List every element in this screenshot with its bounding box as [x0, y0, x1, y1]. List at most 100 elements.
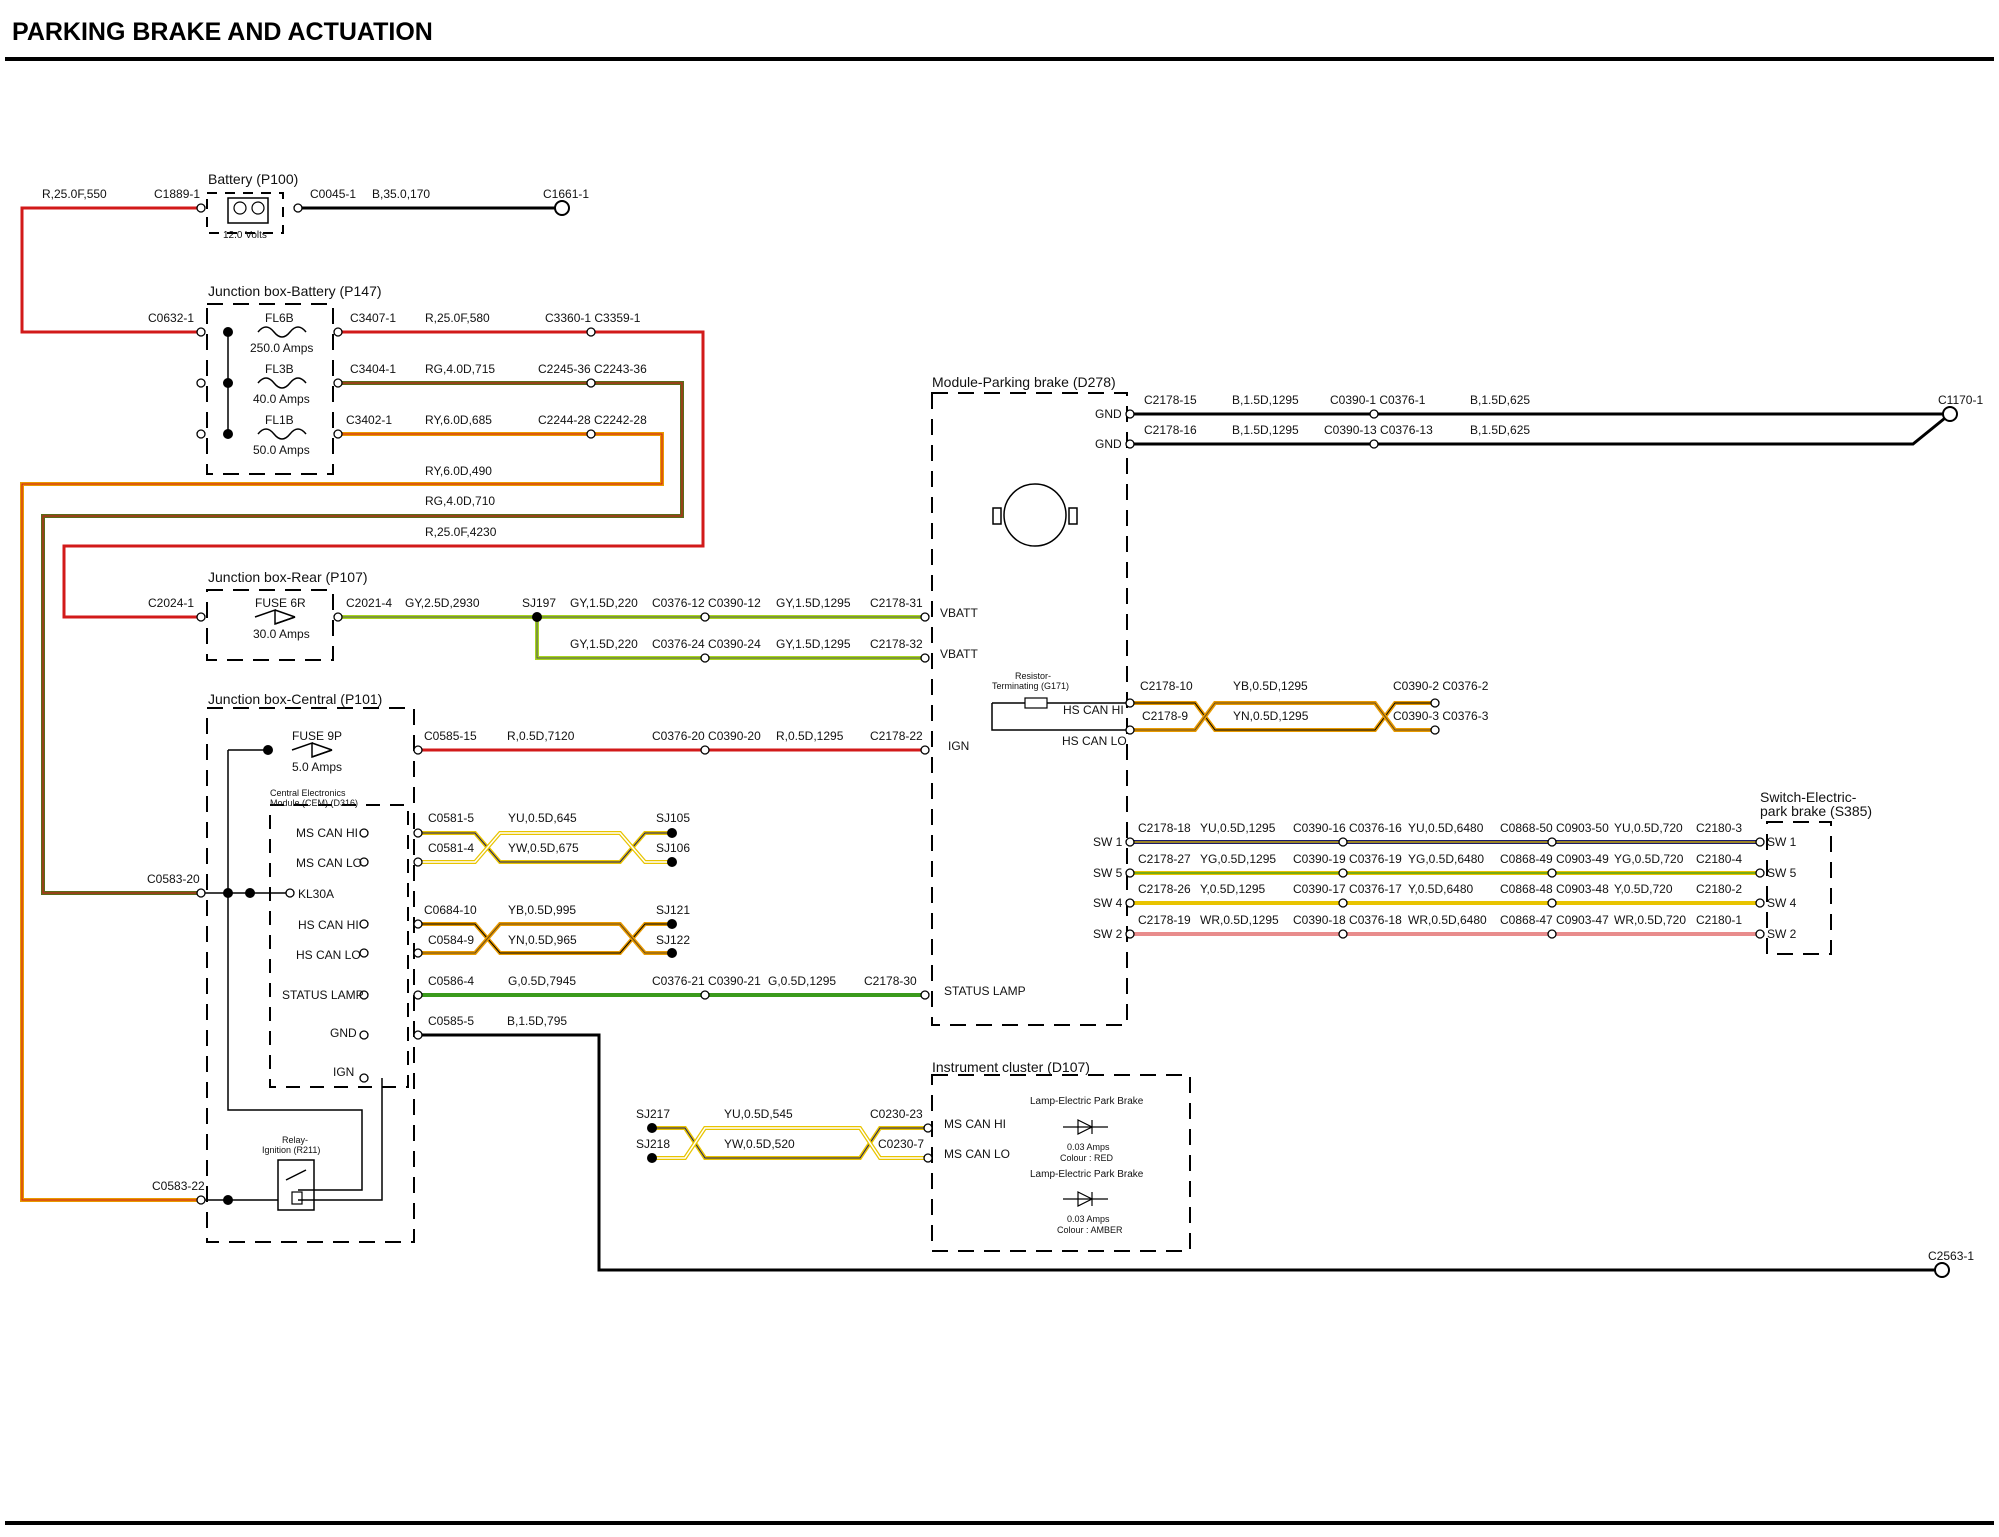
connector-pin [700, 612, 710, 622]
connector-label: C0230-23 [870, 1107, 923, 1121]
fuse-fl3b-rating: 40.0 Amps [253, 392, 310, 406]
connector-label: C2180-3 [1696, 821, 1742, 835]
wire-label: B,1.5D,625 [1470, 423, 1530, 437]
connector-label: C0390-16 C0376-16 [1293, 821, 1402, 835]
wire-label: GY,1.5D,220 [570, 637, 638, 651]
connector-pin [333, 612, 343, 622]
wire-label: YN,0.5D,965 [508, 933, 577, 947]
module-pin-hs-can-lo: HS CAN LO [1062, 734, 1127, 748]
splice-joint [223, 327, 233, 337]
connector-pin [700, 653, 710, 663]
module-pin-sw1: SW 1 [1093, 835, 1123, 849]
fuse-icons [254, 326, 333, 759]
cluster-label: Instrument cluster (D107) [932, 1059, 1090, 1075]
fuse-6r-label: FUSE 6R [255, 596, 306, 610]
connector-label: SJ122 [656, 933, 690, 947]
switch-pin-sw4: SW 4 [1767, 896, 1797, 910]
connector-label: C2180-2 [1696, 882, 1742, 896]
battery-voltage: 12.0 Volts [223, 230, 267, 241]
module-pin-hs-can-hi: HS CAN HI [1063, 703, 1124, 717]
connector-pin [359, 919, 369, 929]
wire-label: GY,1.5D,1295 [776, 596, 851, 610]
switch-box [1766, 821, 1832, 955]
fuse-fl3b-label: FL3B [265, 362, 294, 376]
connector-label: C3402-1 [346, 413, 392, 427]
switch-pin-sw2: SW 2 [1767, 927, 1797, 941]
connector-label: C0684-10 [424, 903, 477, 917]
connector-pin [333, 327, 343, 337]
ground-eyelet-icon [1942, 406, 1958, 422]
fuse-fl1b-label: FL1B [265, 413, 294, 427]
splice-joint [223, 888, 233, 898]
connector-label: C1889-1 [154, 187, 200, 201]
battery-box [206, 192, 284, 234]
connector-label: C0376-24 C0390-24 [652, 637, 761, 651]
module-pin-gnd-1: GND [1095, 407, 1122, 421]
connector-pin [359, 1030, 369, 1040]
connector-label: C0376-12 C0390-12 [652, 596, 761, 610]
connector-label: C2178-19 [1138, 913, 1191, 927]
ground-eyelet-icon [554, 200, 570, 216]
wire-label: GY,2.5D,2930 [405, 596, 480, 610]
connector-pin [413, 857, 423, 867]
connector-pin [196, 203, 206, 213]
connector-pin [359, 857, 369, 867]
wire-label: YG,0.5D,720 [1614, 852, 1684, 866]
connector-pin [920, 990, 930, 1000]
wires [20, 206, 1951, 1272]
fuse-6r-rating: 30.0 Amps [253, 627, 310, 641]
switch-label-2: park brake (S385) [1760, 803, 1872, 819]
fuse-fl1b-rating: 50.0 Amps [253, 443, 310, 457]
fuse-9p-label: FUSE 9P [292, 729, 342, 743]
connector-pin [920, 745, 930, 755]
wire-central-internal [227, 750, 363, 1191]
connector-label: C2245-36 C2243-36 [538, 362, 647, 376]
wire-label: B,1.5D,1295 [1232, 423, 1299, 437]
jb-battery-box [206, 303, 334, 475]
connector-label: C0581-4 [428, 841, 474, 855]
connector-pin [1125, 929, 1135, 939]
splice-joint [263, 745, 273, 755]
module-pin-status-lamp: STATUS LAMP [944, 984, 1026, 998]
connector-label: C0868-48 C0903-48 [1500, 882, 1609, 896]
battery-icon [233, 201, 247, 215]
splice-joint [667, 919, 677, 929]
jb-central-label: Junction box-Central (P101) [208, 691, 382, 707]
wire-label: WR,0.5D,720 [1614, 913, 1686, 927]
cem-pin-ms-can-hi: MS CAN HI [296, 826, 358, 840]
wire-label: B,1.5D,1295 [1232, 393, 1299, 407]
jb-rear-box [206, 589, 334, 661]
lamp2-rating: 0.03 Amps [1067, 1214, 1110, 1224]
connector-label: C0585-5 [428, 1014, 474, 1028]
connector-pin [1125, 409, 1135, 419]
connector-label: SJ218 [636, 1137, 670, 1151]
wire-b-795 [418, 1033, 1942, 1272]
connector-label: C0390-2 C0376-2 [1393, 679, 1489, 693]
motor-icon [1003, 483, 1067, 547]
wire-label: YU,0.5D,720 [1614, 821, 1683, 835]
connector-pin [1125, 837, 1135, 847]
module-pin-gnd-2: GND [1095, 437, 1122, 451]
splice-joint [667, 857, 677, 867]
connector-label: SJ106 [656, 841, 690, 855]
connector-label: C2178-32 [870, 637, 923, 651]
connector-pin [1755, 898, 1765, 908]
connector-pin [359, 828, 369, 838]
connector-pin [1369, 409, 1379, 419]
connector-pin [1430, 698, 1440, 708]
cem-pin-ign: IGN [333, 1065, 354, 1079]
connector-pin [1338, 837, 1348, 847]
module-pb-box [931, 392, 1128, 1026]
lamp2-colour: Colour : AMBER [1057, 1225, 1123, 1235]
module-pin-ign: IGN [948, 739, 969, 753]
connector-pin [1547, 929, 1557, 939]
wire-label: B,1.5D,795 [507, 1014, 567, 1028]
connector-pin [359, 948, 369, 958]
connector-label: C0585-15 [424, 729, 477, 743]
resistor-label-1: Resistor- [1015, 671, 1051, 681]
labels: Battery (P100) 12.0 Volts Junction box-B… [42, 171, 1983, 1263]
lamp1-rating: 0.03 Amps [1067, 1142, 1110, 1152]
connector-label: C3407-1 [350, 311, 396, 325]
connector-label: C2178-16 [1144, 423, 1197, 437]
